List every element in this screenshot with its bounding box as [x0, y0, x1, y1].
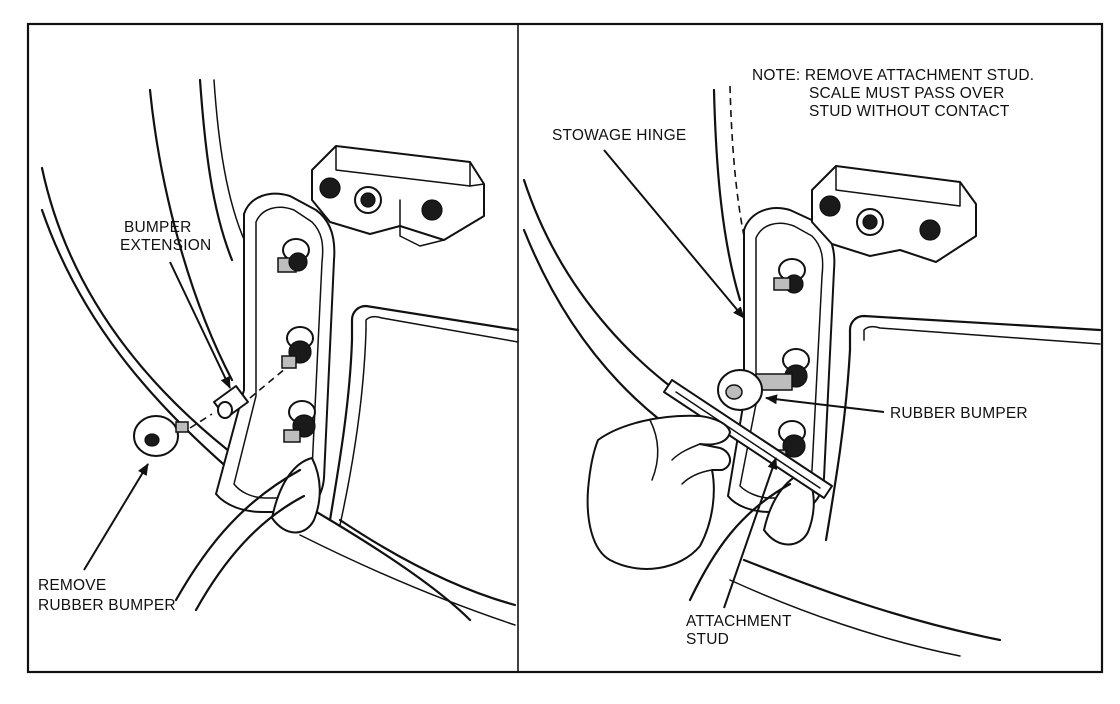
bin-edge-top	[198, 78, 234, 262]
lip-outer	[174, 468, 302, 602]
bin-outline-inner	[40, 208, 232, 472]
r-bin-outline-inner	[522, 228, 662, 422]
right-panel: NOTE: REMOVE ATTACHMENT STUD. SCALE MUST…	[522, 67, 1102, 657]
shelf-side	[328, 338, 354, 522]
bin-bottom-2	[299, 534, 516, 626]
figure-border	[26, 22, 1104, 674]
r-middle-stud-with-bumper	[717, 348, 810, 411]
note-label-line2: SCALE MUST PASS OVER	[809, 85, 1005, 102]
bumper-extension-leader	[169, 261, 231, 389]
hand	[586, 414, 731, 570]
r-bin-edge-dashed	[729, 85, 753, 271]
attachment-stud-label-line2: STUD	[686, 631, 729, 648]
r-shelf-top	[848, 314, 1102, 352]
latch-bracket	[311, 145, 485, 247]
shelf-side-inner	[339, 329, 367, 526]
stowage-hinge-label: STOWAGE HINGE	[552, 127, 686, 144]
attachment-stud-leader	[723, 457, 778, 609]
r-shelf-side	[824, 348, 852, 542]
remove-rubber-bumper-label-line1: REMOVE	[38, 577, 106, 594]
r-latch-bracket	[811, 165, 977, 263]
bin-bottom-1	[338, 518, 517, 607]
hinge-plate-outer	[215, 192, 336, 513]
r-upper-stud	[773, 258, 806, 294]
r-hinge-plate-inner	[739, 222, 824, 499]
note-label-line3: STUD WITHOUT CONTACT	[809, 103, 1010, 120]
bin-edge-top-inner	[213, 79, 247, 245]
explode-line-2	[249, 367, 287, 399]
r-lip-outer	[688, 482, 792, 602]
attachment-stud-label-line1: ATTACHMENT	[686, 613, 792, 630]
note-label-line1: NOTE: REMOVE ATTACHMENT STUD.	[752, 67, 1034, 84]
remove-bumper-leader	[83, 463, 149, 571]
bumper-extension-label-line2: EXTENSION	[120, 237, 211, 254]
upper-stud	[277, 238, 310, 273]
bin-curve-mid	[148, 88, 234, 382]
stowage-hinge-leader	[603, 149, 745, 319]
middle-stud	[281, 326, 314, 369]
lip-inner	[194, 494, 306, 612]
explode-line-1	[189, 413, 213, 429]
lower-stud	[283, 400, 316, 443]
r-bin-bottom-1	[742, 558, 1002, 642]
shelf-top-inner	[365, 315, 519, 343]
r-bin-edge	[712, 88, 742, 302]
rubber-bumper-label: RUBBER BUMPER	[890, 405, 1028, 422]
rubber-bumper-leader	[765, 394, 885, 413]
bumper-extension-label-line1: BUMPER	[124, 219, 192, 236]
shelf-top	[350, 304, 520, 342]
bumper-extension-part	[213, 385, 249, 419]
r-bin-bottom-2	[729, 579, 961, 657]
r-shelf-top-inner	[863, 325, 1101, 345]
rubber-bumper-part	[133, 415, 189, 457]
left-panel: BUMPER EXTENSION REMOVE RUBBER BUMPER	[38, 78, 520, 626]
remove-rubber-bumper-label-line2: RUBBER BUMPER	[38, 597, 176, 614]
r-bin-outline-outer	[522, 178, 742, 432]
